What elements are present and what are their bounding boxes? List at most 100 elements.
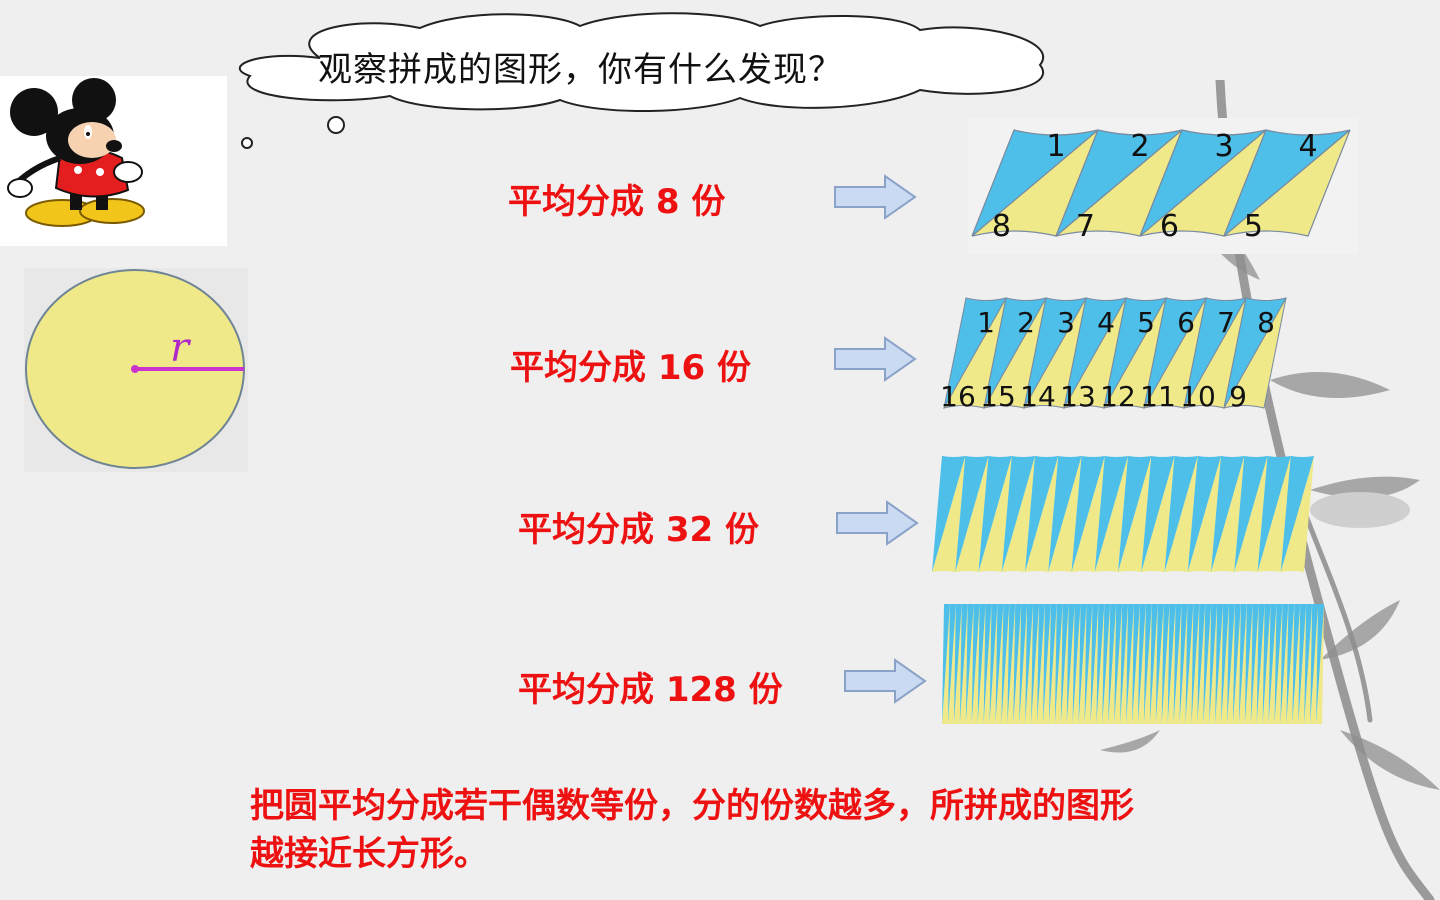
sector-blue	[1060, 604, 1069, 724]
sector-blue	[1227, 604, 1235, 724]
sector-blue	[1310, 604, 1319, 724]
sector-blue	[1042, 604, 1051, 724]
right-arrow-icon	[844, 658, 927, 704]
sector-blue	[1090, 604, 1099, 724]
sector-blue	[1132, 604, 1140, 724]
sector-blue	[1197, 604, 1206, 724]
right-arrow-icon	[836, 500, 919, 546]
sector-blue	[1164, 456, 1198, 572]
sector-blue	[1304, 604, 1313, 724]
sector-number: 7	[1076, 209, 1095, 244]
sector-blue	[953, 604, 962, 724]
conclusion-line-1: 把圆平均分成若干偶数等份，分的份数越多，所拼成的图形	[250, 786, 1134, 826]
sector-blue	[1019, 604, 1028, 724]
sector-number: 16	[940, 380, 976, 413]
sector-blue	[1078, 604, 1087, 724]
sector-blue	[1071, 456, 1105, 572]
sector-blue	[1108, 604, 1117, 724]
sector-blue	[1280, 456, 1314, 572]
sector-number: 11	[1140, 380, 1176, 413]
sector-blue	[1167, 604, 1176, 724]
sector-blue	[1250, 604, 1259, 724]
sector-blue	[989, 604, 998, 724]
sector-number: 2	[1017, 306, 1035, 339]
sector-blue	[1096, 604, 1105, 724]
row-label-8: 平均分成 8 份	[508, 182, 726, 222]
sector-number: 8	[992, 209, 1011, 244]
sector-blue	[971, 604, 980, 724]
sector-blue	[1173, 604, 1182, 724]
row-label-16: 平均分成 16 份	[510, 348, 751, 388]
sector-blue	[959, 604, 968, 724]
sector-blue	[1072, 604, 1081, 724]
sector-blue	[1209, 604, 1218, 724]
sector-blue	[1232, 604, 1241, 724]
sector-blue	[1155, 604, 1164, 724]
sector-blue	[1256, 604, 1265, 724]
sector-blue	[1048, 456, 1082, 572]
sector-number: 4	[1298, 129, 1317, 164]
sector-strip-128	[942, 604, 1324, 724]
sector-blue	[1280, 604, 1289, 724]
sector-blue	[1292, 604, 1301, 724]
sector-blue	[1215, 604, 1224, 724]
sector-blue	[932, 456, 966, 572]
sector-blue	[1031, 604, 1039, 724]
sector-blue	[955, 456, 989, 572]
sector-blue	[1179, 604, 1188, 724]
sector-blue	[1007, 604, 1016, 724]
sector-blue	[1268, 604, 1277, 724]
sector-blue	[1001, 456, 1035, 572]
sector-blue	[1066, 604, 1075, 724]
row-label-32: 平均分成 32 份	[518, 510, 759, 550]
row-label-128: 平均分成 128 份	[518, 670, 783, 710]
sector-blue	[1234, 456, 1268, 572]
sector-blue	[1025, 456, 1059, 572]
sector-blue	[1025, 604, 1034, 724]
sector-blue	[1114, 604, 1123, 724]
sector-blue	[1257, 456, 1291, 572]
sector-blue	[965, 604, 974, 724]
sector-blue	[1238, 604, 1247, 724]
sector-blue	[1126, 604, 1134, 724]
sector-blue	[1221, 604, 1229, 724]
sector-blue	[1211, 456, 1245, 572]
sector-blue	[1037, 604, 1045, 724]
sector-blue	[1141, 456, 1175, 572]
sector-number: 1	[1046, 129, 1065, 164]
sector-blue	[1274, 604, 1283, 724]
sector-blue	[1054, 604, 1063, 724]
sector-number: 14	[1020, 380, 1056, 413]
circle-center	[131, 365, 139, 373]
radius-label: r	[170, 325, 192, 371]
sector-number: 10	[1180, 380, 1216, 413]
sector-number: 3	[1057, 306, 1075, 339]
sector-number: 1	[977, 306, 995, 339]
sector-number: 5	[1244, 209, 1263, 244]
sector-blue	[1094, 456, 1128, 572]
sector-blue	[1001, 604, 1010, 724]
sector-blue	[1161, 604, 1170, 724]
sector-number: 8	[1257, 306, 1275, 339]
sector-blue	[947, 604, 956, 724]
sector-blue	[1143, 604, 1152, 724]
mickey-mouse-icon	[0, 76, 227, 246]
sector-blue	[978, 456, 1012, 572]
sector-number: 3	[1214, 129, 1233, 164]
sector-blue	[1120, 604, 1129, 724]
sector-blue	[1244, 604, 1253, 724]
sector-blue	[1203, 604, 1212, 724]
sector-number: 6	[1177, 306, 1195, 339]
sector-blue	[1149, 604, 1158, 724]
sector-blue	[1118, 456, 1152, 572]
sector-blue	[1187, 456, 1221, 572]
circle-figure: r	[24, 268, 248, 472]
sector-number: 4	[1097, 306, 1115, 339]
sector-blue	[1298, 604, 1307, 724]
sector-blue	[1013, 604, 1022, 724]
sector-number: 7	[1217, 306, 1235, 339]
sector-blue	[1223, 129, 1351, 237]
sector-blue	[1191, 604, 1200, 724]
